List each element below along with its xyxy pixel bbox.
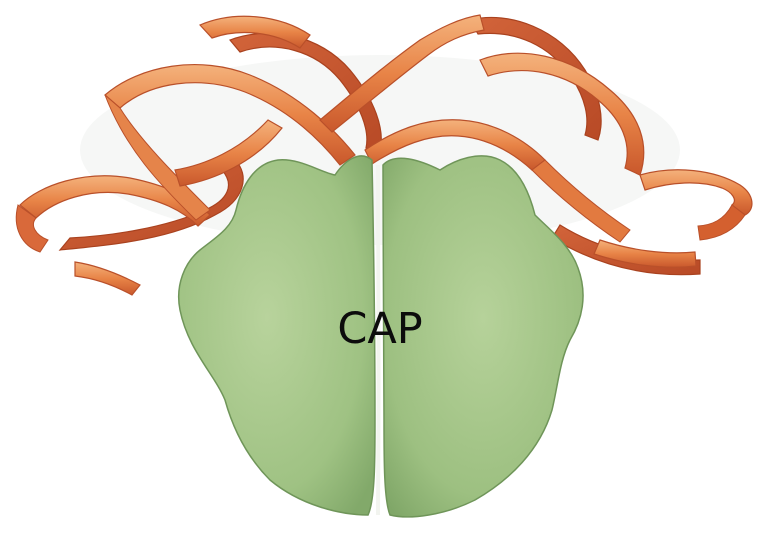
cap-label: CAP — [300, 302, 460, 356]
